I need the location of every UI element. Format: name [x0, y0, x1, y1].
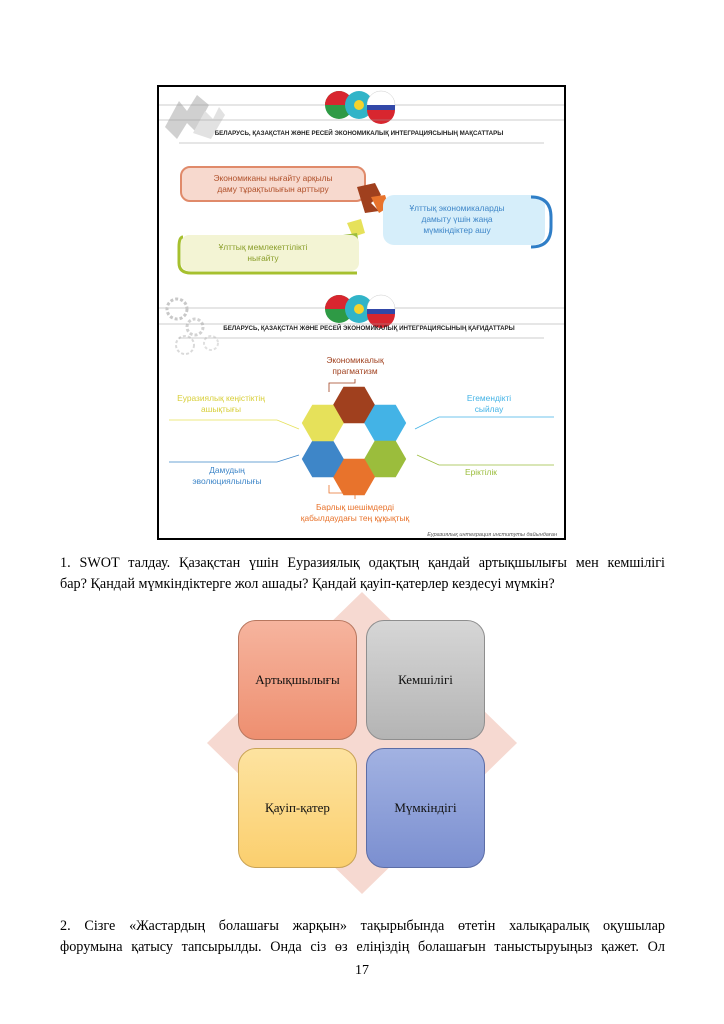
- section1-title: БЕЛАРУСЬ, ҚАЗАҚСТАН ЖӘНЕ РЕСЕЙ ЭКОНОМИКА…: [215, 129, 504, 137]
- principle-5: Еріктілік: [465, 467, 497, 477]
- principle-3-line1: Егемендікті: [467, 393, 511, 403]
- flags-icon-2: [325, 294, 396, 328]
- principle-4-line1: Дамудың: [209, 465, 245, 475]
- paragraph-2-line-1: 2. Сізге «Жастардың болашағы жарқын» тақ…: [60, 918, 665, 934]
- hex-green: [364, 440, 407, 478]
- swot-opportunities: Мүмкіндігі: [366, 748, 485, 868]
- hex-light-blue: [364, 404, 407, 442]
- goal-2-line2: дамыту үшін жаңа: [421, 214, 492, 224]
- swot-threats: Қауіп-қатер: [238, 748, 357, 868]
- arrows-decoration-icon: [165, 95, 225, 139]
- swot-strengths: Артықшылығы: [238, 620, 357, 740]
- goal-box-2: [383, 195, 545, 245]
- principles-hexagons: [301, 386, 407, 496]
- goal-3-line1: Ұлттық мемлекеттілікті: [219, 242, 308, 252]
- principle-2-line1: Еуразиялық кеңістіктің: [177, 393, 265, 403]
- principle-4-line2: эволюциялылығы: [192, 476, 261, 486]
- swot-diagram: Артықшылығы Кемшілігі Қауіп-қатер Мүмкін…: [207, 592, 517, 894]
- integration-infographic: БЕЛАРУСЬ, ҚАЗАҚСТАН ЖӘНЕ РЕСЕЙ ЭКОНОМИКА…: [157, 85, 566, 540]
- paragraph-2-line-2: форумына қатысу тапсырылды. Онда сіз өз …: [60, 939, 665, 955]
- source-note: Еуразиялық интеграция институты дайындағ…: [427, 531, 557, 538]
- paragraph-1-line-2: бар? Қандай мүмкіндіктерге жол ашады? Қа…: [60, 576, 555, 592]
- goal-box-1: [180, 166, 366, 202]
- connector-yellow-icon: [347, 219, 365, 237]
- flags-icon: [325, 90, 396, 124]
- goal-box-3: [181, 235, 359, 271]
- goal-2-line3: мүмкіндіктер ашу: [423, 225, 491, 235]
- principle-1-line2: прагматизм: [332, 366, 377, 376]
- goal-1-line1: Экономиканы нығайту арқылы: [213, 173, 332, 183]
- paragraph-1-line-1: 1. SWOT талдау. Қазақстан үшін Еуразиялы…: [60, 555, 665, 571]
- hex-blue: [301, 440, 344, 478]
- page-number: 17: [355, 963, 369, 978]
- hex-yellow: [301, 404, 344, 442]
- section2-title: БЕЛАРУСЬ, ҚАЗАҚСТАН ЖӘНЕ РЕСЕЙ ЭКОНОМИКА…: [223, 324, 515, 332]
- gears-decoration-icon: [165, 297, 219, 355]
- goal-1-line2: даму тұрақтылығын арттыру: [217, 184, 329, 194]
- principle-6-line1: Барлық шешімдерді: [316, 502, 394, 512]
- hex-orange: [333, 458, 375, 496]
- goal-2-line1: Ұлттық экономикаларды: [409, 203, 504, 213]
- principle-2-line2: ашықтығы: [201, 404, 241, 414]
- principle-6-line2: қабылдаудағы тең құқықтық: [301, 513, 410, 523]
- connector-brown-icon: [357, 183, 381, 213]
- principle-3-line2: сыйлау: [475, 404, 504, 414]
- swot-weaknesses: Кемшілігі: [366, 620, 485, 740]
- principle-1-line1: Экономикалық: [326, 355, 384, 365]
- hex-brown: [333, 386, 375, 424]
- goal-3-line2: нығайту: [247, 253, 279, 263]
